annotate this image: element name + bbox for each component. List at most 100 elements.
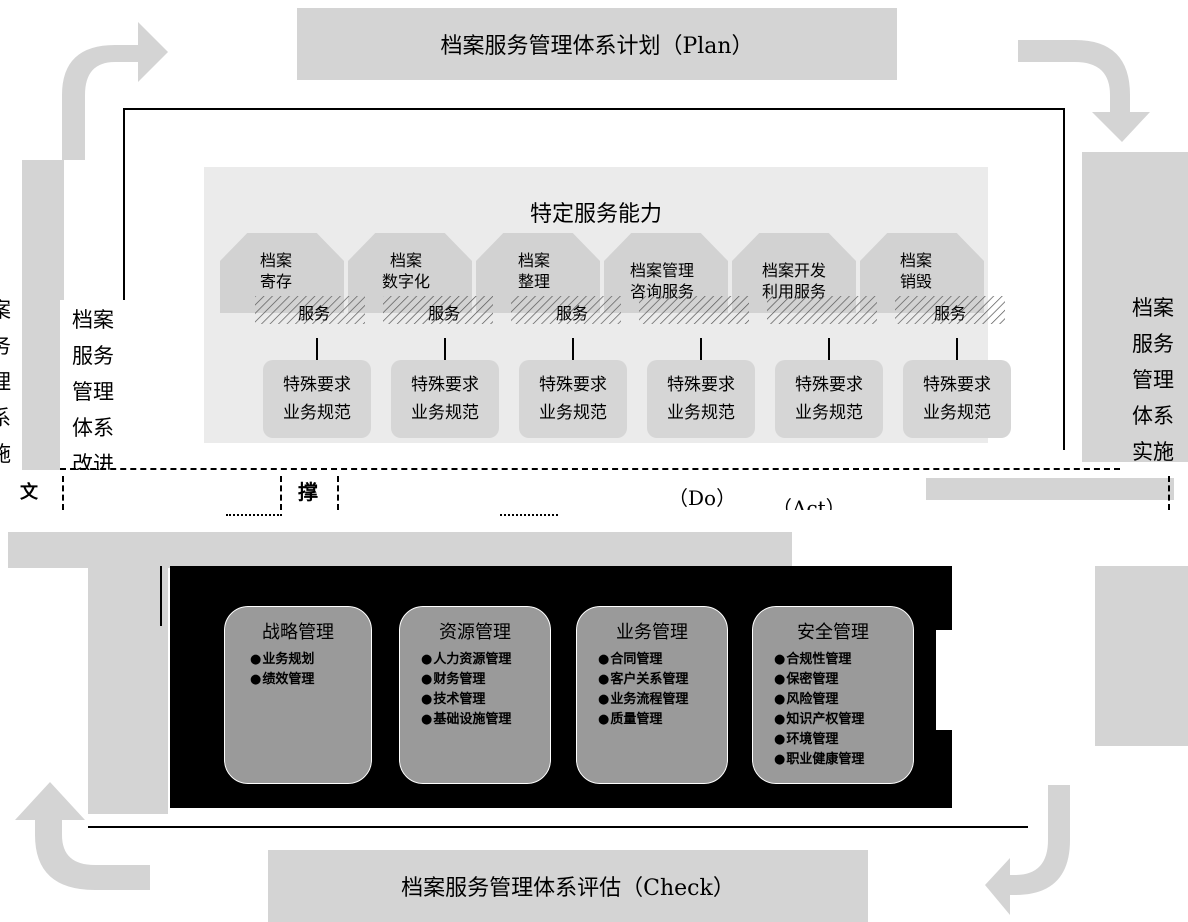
support-fragment: 撑 [298,480,318,504]
service-label-3-line1: 档案 [517,251,550,270]
list-item: 人力资源管理 [421,650,551,670]
service-label-6-line2: 销毁 [899,272,932,291]
service-band [255,296,1005,324]
connector-1 [316,338,318,360]
arrow-top-left-icon [62,22,168,160]
implement-text-2: 服务 [1132,332,1174,356]
management-box-resource: 资源管理 人力资源管理 财务管理 技术管理 基础设施管理 [397,604,553,786]
service-label-3: 档案 整理 [494,250,574,292]
connector-2 [444,338,446,360]
dash-left-2 [280,476,282,510]
dash-bottom-1 [226,514,282,516]
requirement-box-1-line1: 特殊要求 [283,375,351,395]
service-capability-title: 特定服务能力 [529,202,662,227]
connector-5 [828,338,830,360]
management-box-strategy: 战略管理 业务规划 绩效管理 [222,604,374,786]
list-item: 合同管理 [598,650,728,670]
management-box-security: 安全管理 合规性管理 保密管理 风险管理 知识产权管理 环境管理 职业健康管理 [750,604,916,786]
management-box-resource-list: 人力资源管理 财务管理 技术管理 基础设施管理 [421,650,551,730]
arrow-bottom-left-icon [15,782,150,890]
management-box-security-list: 合规性管理 保密管理 风险管理 知识产权管理 环境管理 职业健康管理 [774,650,914,770]
list-item: 风险管理 [774,690,914,710]
implement-text-5: 实施 [1132,440,1174,464]
management-box-strategy-title: 战略管理 [262,622,334,643]
service-label-6: 档案 销毁 [876,250,956,292]
service-label-4-line1: 档案管理 [629,261,694,280]
requirement-box-4-line2: 业务规范 [667,403,735,423]
connector-3 [572,338,574,360]
requirement-box-6: 特殊要求 业务规范 [903,360,1011,438]
left-fragment-4: 系 [0,406,11,430]
requirement-box-1: 特殊要求 业务规范 [263,360,371,438]
requirement-box-4-line1: 特殊要求 [667,375,735,395]
right-gray-strip [926,478,1174,500]
management-box-security-title: 安全管理 [797,622,869,643]
dash-bottom-2 [500,514,558,516]
list-item: 技术管理 [421,690,551,710]
service-band-shape-1 [255,296,365,324]
main-frame [123,108,1065,450]
arrow-bottom-right-icon [985,785,1070,915]
service-band-shape-6 [895,296,1005,324]
list-item: 合规性管理 [774,650,914,670]
management-box-business-list: 合同管理 客户关系管理 业务流程管理 质量管理 [598,650,728,730]
middle-dash-line [60,468,1120,470]
service-word-2: 服务 [428,304,461,323]
dash-right [1168,476,1170,510]
bottom-gray-block [8,532,792,568]
service-label-5-line1: 档案开发 [761,261,826,280]
list-item: 绩效管理 [250,670,372,690]
dash-left-1 [62,476,64,510]
requirement-box-5: 特殊要求 业务规范 [775,360,883,438]
list-item: 客户关系管理 [598,670,728,690]
left-fragment-3: 理 [0,370,11,394]
implement-text-1: 档案 [1132,296,1174,320]
management-box-strategy-list: 业务规划 绩效管理 [250,650,372,690]
service-band-shape-2 [383,296,493,324]
left-gray-band [22,160,64,480]
do-label: （Do） [668,486,737,510]
bottom-frame-line [88,826,1028,828]
implement-text-3: 管理 [1132,368,1174,392]
requirement-box-6-line1: 特殊要求 [923,375,991,395]
improve-text-3: 管理 [72,380,114,404]
check-band: 档案服务管理体系评估（Check） [268,850,868,922]
implement-text-4: 体系 [1132,404,1174,428]
requirement-box-4: 特殊要求 业务规范 [647,360,755,438]
improve-text-4: 体系 [72,416,114,440]
right-gray-band-lower [1095,566,1188,746]
requirement-box-6-line2: 业务规范 [923,403,991,423]
management-box-resource-title: 资源管理 [439,622,511,643]
left-fragment-2: 务 [0,334,11,358]
service-word-3: 服务 [556,304,589,323]
service-label-2: 档案 数字化 [366,250,446,292]
requirement-box-2-line1: 特殊要求 [411,375,479,395]
act-label: （Act） [772,496,846,510]
service-label-6-line1: 档案 [899,251,932,270]
requirement-box-1-line2: 业务规范 [283,403,351,423]
arrow-top-right-icon [1018,40,1150,142]
bottom-gray-side [88,566,168,814]
right-gray-band [1082,152,1188,462]
requirement-box-5-line1: 特殊要求 [795,375,863,395]
service-label-1-line1: 档案 [259,251,292,270]
improve-text-2: 服务 [72,344,114,368]
requirement-box-5-line2: 业务规范 [795,403,863,423]
list-item: 业务规划 [250,650,372,670]
plan-label: 档案服务管理体系计划（Plan） [440,34,754,59]
improve-text: 档案 服务 管理 体系 改进 [72,302,114,482]
requirement-box-3-line2: 业务规范 [539,403,607,423]
service-word-1: 服务 [298,304,331,323]
requirement-box-2-line2: 业务规范 [411,403,479,423]
list-item: 职业健康管理 [774,750,914,770]
improve-text-1: 档案 [72,308,114,332]
service-label-2-line1: 档案 [389,251,422,270]
service-label-1-line2: 寄存 [259,272,292,291]
list-item: 知识产权管理 [774,710,914,730]
left-fragment-5: 施 [0,442,11,466]
service-label-1: 档案 寄存 [236,250,316,292]
implement-text: 档案 服务 管理 体系 实施 [1132,290,1188,470]
left-fragment-bottom: 文 [20,482,38,503]
check-label: 档案服务管理体系评估（Check） [401,876,735,901]
